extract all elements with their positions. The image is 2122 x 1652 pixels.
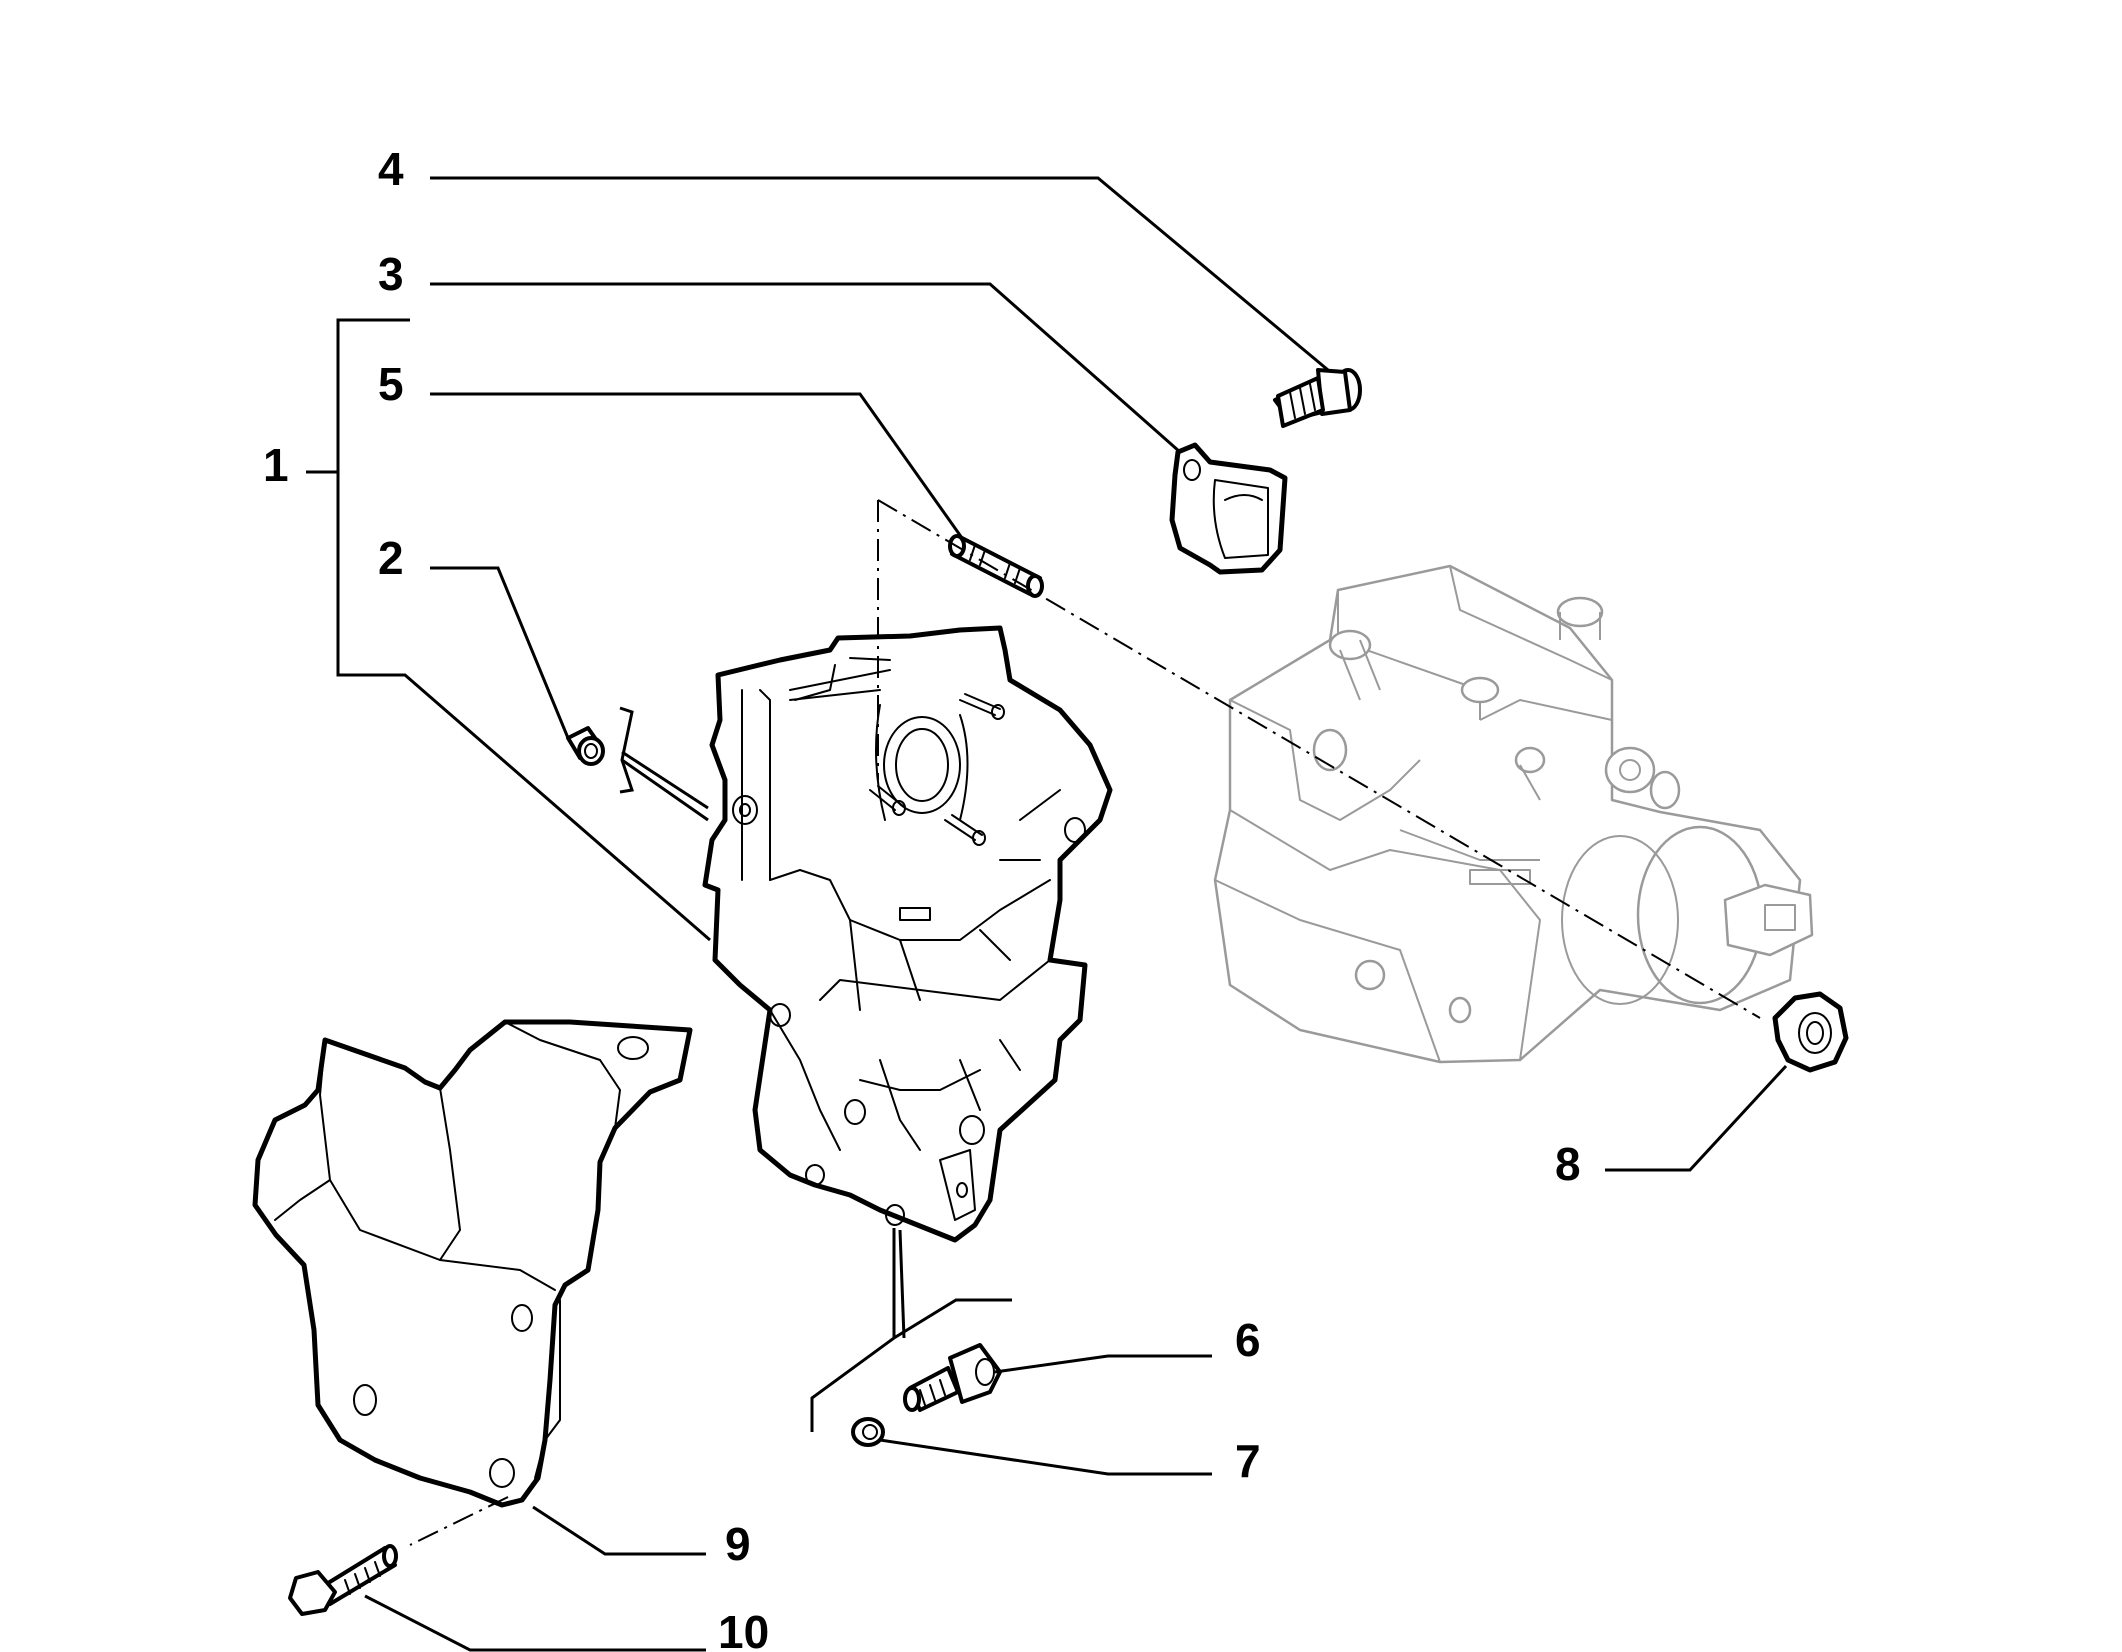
- screw-part-4: [1273, 368, 1362, 428]
- screw-part-6: [903, 1343, 1002, 1412]
- callout-7: 7: [1235, 1435, 1261, 1487]
- assembly-centerlines: [409, 499, 1761, 1546]
- callout-9: 9: [725, 1518, 751, 1570]
- callout-8: 8: [1555, 1138, 1581, 1190]
- callout-5: 5: [378, 358, 404, 410]
- callout-10: 10: [718, 1606, 769, 1652]
- callout-1: 1: [263, 439, 289, 491]
- nut-part-8: [1772, 991, 1849, 1073]
- bracket-part-3: [1169, 442, 1288, 575]
- stud-part-5: [948, 534, 1044, 598]
- washer-part-7: [851, 1417, 885, 1447]
- bolt-part-10: [288, 1544, 398, 1616]
- callout-6: 6: [1235, 1314, 1261, 1366]
- bush-part-2: [566, 726, 605, 766]
- timing-cover: [702, 625, 1113, 1243]
- callout-2: 2: [378, 532, 404, 584]
- callout-4: 4: [378, 143, 404, 195]
- leader-lines: [306, 176, 1788, 1652]
- callout-3: 3: [378, 248, 404, 300]
- injection-pump-ghost: [1213, 564, 1814, 1064]
- belt-shield: [252, 1019, 693, 1508]
